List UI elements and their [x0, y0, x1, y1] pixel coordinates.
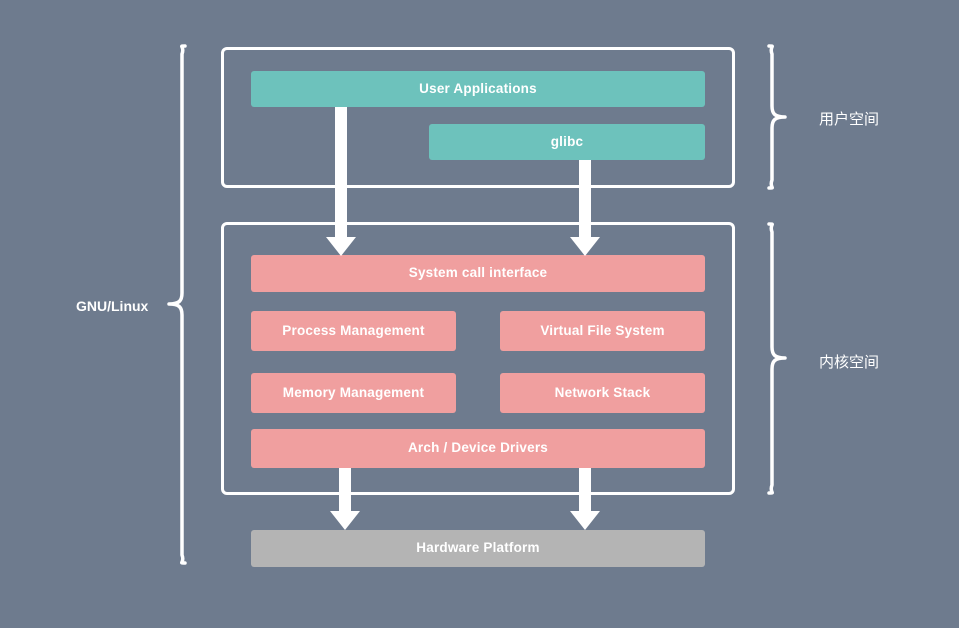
label-kernel-space: 内核空间 — [819, 354, 880, 371]
block-system-call-interface[interactable]: System call interface — [251, 255, 705, 292]
block-memory-management[interactable]: Memory Management — [251, 373, 456, 413]
arrow-head-icon — [326, 237, 356, 256]
block-glibc[interactable]: glibc — [429, 124, 705, 160]
block-process-management[interactable]: Process Management — [251, 311, 456, 351]
block-network-stack[interactable]: Network Stack — [500, 373, 705, 413]
arrow-shaft — [579, 468, 591, 511]
arrow-head-icon — [570, 237, 600, 256]
brace-user-space-icon — [766, 44, 788, 190]
arrow-device-drivers-to-hardware-right — [570, 468, 600, 530]
block-virtual-file-system[interactable]: Virtual File System — [500, 311, 705, 351]
brace-gnu-linux-icon — [166, 44, 188, 565]
user-space-container — [221, 47, 735, 188]
kernel-space-container — [221, 222, 735, 495]
block-hardware-platform[interactable]: Hardware Platform — [251, 530, 705, 567]
arrow-shaft — [339, 468, 351, 511]
brace-kernel-space-icon — [766, 222, 788, 495]
arrow-head-icon — [330, 511, 360, 530]
arrow-device-drivers-to-hardware-left — [330, 468, 360, 530]
arrow-glibc-to-system-call-interface — [570, 160, 600, 256]
block-arch-device-drivers[interactable]: Arch / Device Drivers — [251, 429, 705, 468]
arrow-shaft — [579, 160, 591, 237]
arrow-head-icon — [570, 511, 600, 530]
block-user-applications[interactable]: User Applications — [251, 71, 705, 107]
label-user-space: 用户空间 — [819, 111, 880, 128]
arrow-user-applications-to-system-call-interface — [326, 107, 356, 256]
label-gnu-linux: GNU/Linux — [76, 298, 149, 314]
arrow-shaft — [335, 107, 347, 237]
